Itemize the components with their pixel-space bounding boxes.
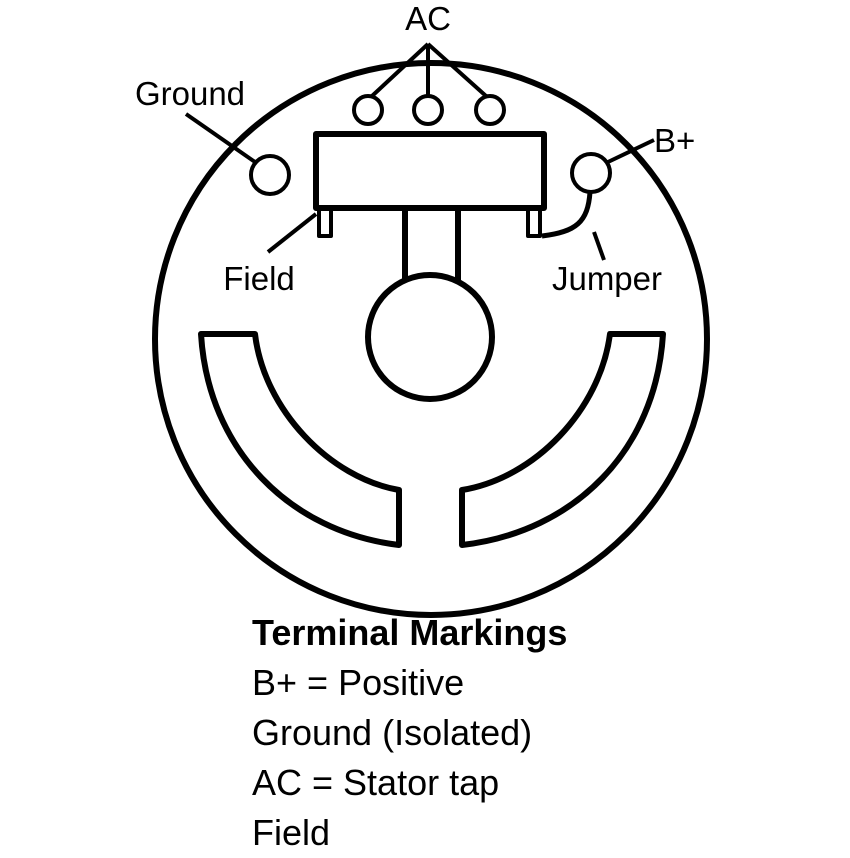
left-slot xyxy=(198,331,402,548)
housing-outline xyxy=(152,60,710,618)
ac-label: AC xyxy=(405,0,451,37)
ground-label: Ground xyxy=(135,75,245,112)
jumper-label: Jumper xyxy=(552,260,662,297)
b-plus-leader xyxy=(607,138,655,164)
field-label: Field xyxy=(223,260,295,297)
terminal-markings-legend: Terminal Markings B+ = Positive Ground (… xyxy=(252,608,567,858)
ac-leader-lines xyxy=(370,42,488,98)
legend-line-field: Field xyxy=(252,812,331,853)
jumper-wire xyxy=(541,191,593,239)
b-plus-label: B+ xyxy=(654,122,695,159)
ac-terminal-right xyxy=(474,94,506,126)
right-slot xyxy=(459,331,666,548)
jumper-pin xyxy=(526,206,542,238)
field-leader xyxy=(266,212,318,254)
legend-line-ground: Ground (Isolated) xyxy=(252,712,533,753)
legend-line-positive: B+ = Positive xyxy=(252,662,465,703)
field-pin xyxy=(317,206,333,238)
hub-stem xyxy=(402,208,461,280)
center-hub xyxy=(365,272,495,402)
jumper-leader xyxy=(592,231,606,261)
ground-leader xyxy=(184,112,257,164)
terminal-block xyxy=(313,131,547,211)
b-plus-terminal xyxy=(570,152,612,194)
legend-title: Terminal Markings xyxy=(252,612,568,653)
ac-terminal-left xyxy=(352,94,384,126)
ac-terminal-center xyxy=(412,94,444,126)
ground-terminal xyxy=(249,154,291,196)
legend-line-ac: AC = Stator tap xyxy=(252,762,500,803)
